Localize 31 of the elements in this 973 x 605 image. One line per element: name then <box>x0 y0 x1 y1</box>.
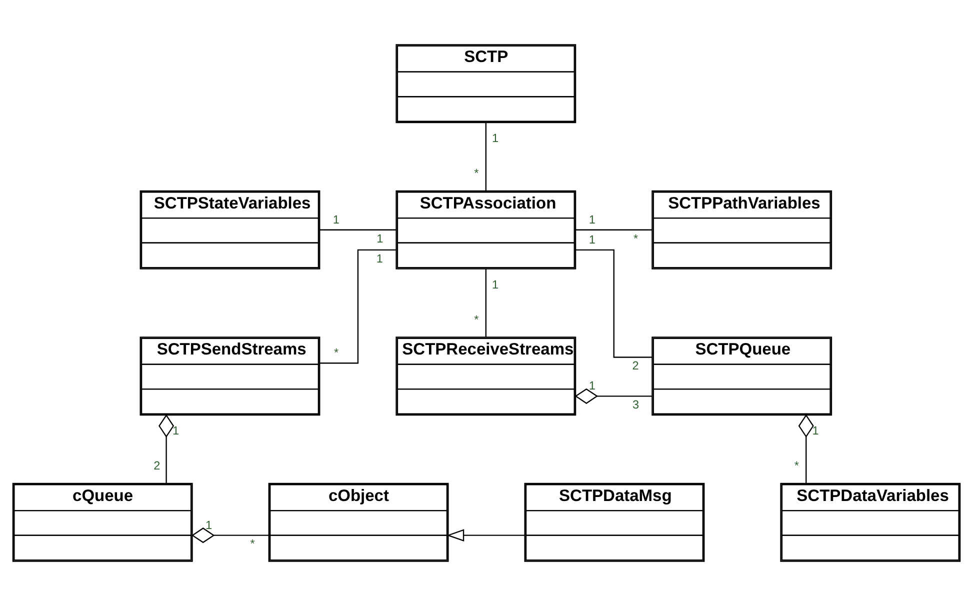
arrow <box>446 528 525 542</box>
connector <box>798 414 814 483</box>
label: * <box>250 537 255 550</box>
label: 1 <box>588 232 596 246</box>
label: * <box>474 166 479 180</box>
connector <box>574 388 652 404</box>
label: 1 <box>588 379 596 392</box>
label: * <box>334 346 339 360</box>
connector <box>576 248 652 358</box>
label: 1 <box>172 424 180 438</box>
connector <box>320 228 396 230</box>
connector <box>485 268 486 336</box>
label: 1 <box>332 212 340 226</box>
connector <box>158 414 174 483</box>
connector <box>485 122 486 190</box>
label: 1 <box>492 278 499 291</box>
label: 1 <box>812 424 819 438</box>
label: 2 <box>632 359 639 372</box>
label: * <box>474 312 479 326</box>
label: * <box>634 232 638 245</box>
label: 1 <box>376 232 384 245</box>
label: * <box>794 459 799 472</box>
connector <box>320 248 396 364</box>
label: 1 <box>588 212 596 226</box>
connector <box>191 527 269 543</box>
label: 1 <box>206 518 212 532</box>
label: 1 <box>376 252 383 265</box>
connector <box>576 228 652 230</box>
label: 1 <box>492 132 499 145</box>
label: 3 <box>632 398 640 412</box>
label: 2 <box>154 459 160 472</box>
